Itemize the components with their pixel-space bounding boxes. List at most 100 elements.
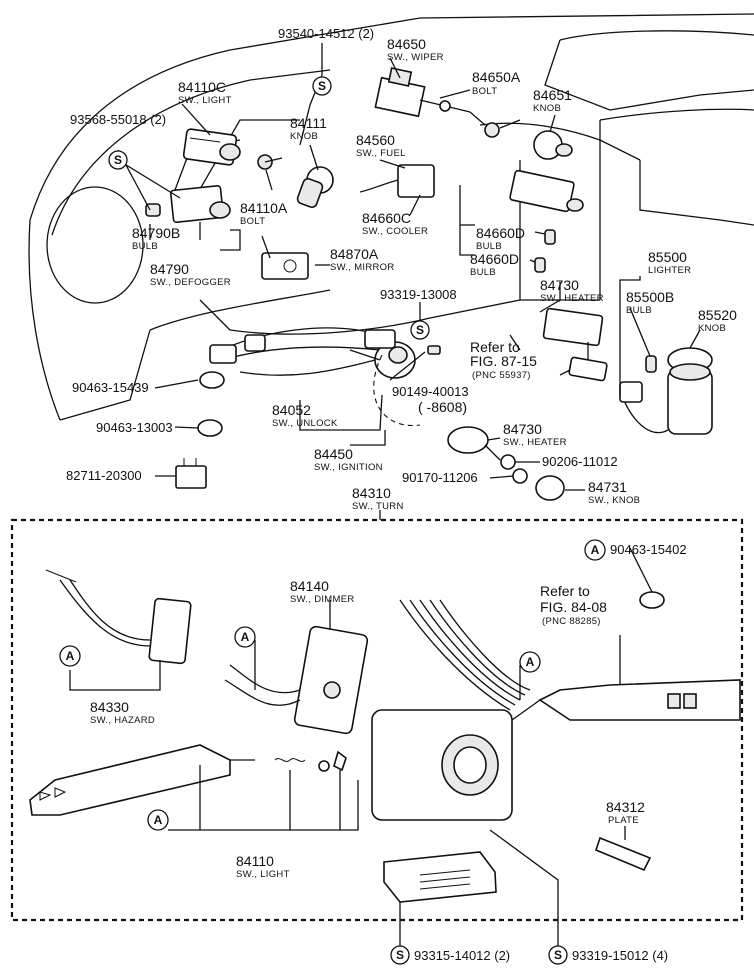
svg-text:84731: 84731 (588, 479, 627, 495)
light-switch-part (182, 128, 241, 166)
label-90463-15439: 90463-15439 (72, 380, 149, 395)
svg-text:84651: 84651 (533, 87, 572, 103)
marker-s-5: S (548, 945, 568, 965)
marker-a-4: A (519, 651, 541, 673)
label-90170-11206: 90170-11206 (402, 470, 478, 485)
lighter-bulb-part (645, 355, 657, 373)
marker-s-2: S (108, 150, 128, 170)
label-90206-11012: 90206-11012 (542, 454, 618, 469)
svg-text:93540-14512 (2): 93540-14512 (2) (278, 26, 374, 41)
svg-text:Refer to: Refer to (540, 583, 590, 599)
svg-text:84330: 84330 (90, 699, 129, 715)
svg-text:84650A: 84650A (472, 69, 521, 85)
marker-a-2: A (234, 626, 256, 648)
svg-text:SW., FUEL: SW., FUEL (356, 148, 406, 159)
svg-text:FIG. 87-15: FIG. 87-15 (470, 353, 537, 369)
svg-text:84111: 84111 (290, 115, 327, 131)
svg-text:(PNC 88285): (PNC 88285) (542, 616, 601, 627)
turn-lever-part (538, 679, 741, 721)
svg-text:84110C: 84110C (178, 79, 226, 95)
svg-text:PLATE: PLATE (608, 815, 639, 826)
bolt-84650a-part (469, 111, 500, 138)
label-82711-20300: 82711-20300 (66, 468, 142, 483)
plate-84312-part (595, 836, 652, 872)
light-lever-part (29, 744, 347, 816)
svg-text:SW., DIMMER: SW., DIMMER (290, 594, 355, 605)
svg-text:KNOB: KNOB (698, 323, 726, 334)
clamp-90463-15402-part (639, 591, 665, 609)
date-range: ( -8608) (418, 399, 467, 415)
svg-text:84450: 84450 (314, 446, 353, 462)
svg-text:S: S (318, 79, 326, 93)
marker-a-3: A (59, 645, 81, 667)
svg-text:90206-11012: 90206-11012 (542, 454, 618, 469)
svg-text:SW., IGNITION: SW., IGNITION (314, 462, 383, 473)
label-90463-13003: 90463-13003 (96, 420, 173, 435)
svg-text:84660D: 84660D (476, 225, 525, 241)
label-84110: 84110 SW., LIGHT (236, 853, 290, 880)
svg-text:84730: 84730 (540, 277, 579, 293)
svg-text:84560: 84560 (356, 132, 395, 148)
svg-text:(PNC 55937): (PNC 55937) (472, 370, 531, 381)
label-84730-upper: 84730 SW., HEATER (540, 277, 604, 304)
svg-text:84790B: 84790B (132, 225, 180, 241)
relay-82711-part (175, 458, 207, 489)
label-84650a: 84650A BOLT (472, 69, 521, 97)
bulb-84790b-part (145, 203, 161, 217)
marker-a-1: A (584, 539, 606, 561)
mirror-switch-part (261, 252, 309, 280)
label-84650: 84650 SW., WIPER (387, 36, 444, 63)
svg-text:S: S (416, 323, 424, 337)
svg-text:BULB: BULB (476, 241, 502, 252)
svg-text:SW., KNOB: SW., KNOB (588, 495, 640, 506)
screw-90149-40013-part (427, 345, 441, 355)
svg-text:SW., HEATER: SW., HEATER (540, 293, 604, 304)
svg-text:LIGHTER: LIGHTER (648, 265, 691, 276)
svg-text:93568-55018 (2): 93568-55018 (2) (70, 112, 166, 127)
svg-text:90149-40013: 90149-40013 (392, 384, 469, 399)
svg-text:FIG. 84-08: FIG. 84-08 (540, 599, 607, 615)
svg-text:SW., LIGHT: SW., LIGHT (236, 869, 290, 880)
svg-text:BULB: BULB (132, 241, 158, 252)
label-93540-14512: 93540-14512 (2) (278, 26, 374, 41)
label-85520: 85520 KNOB (698, 307, 737, 334)
svg-text:BULB: BULB (470, 267, 496, 278)
connector-part (383, 851, 497, 903)
lighter-part (619, 347, 713, 435)
refer-fig-84-08: Refer to FIG. 84-08 (PNC 88285) (540, 583, 607, 627)
svg-text:84790: 84790 (150, 261, 189, 277)
hazard-switch-part (45, 569, 192, 665)
svg-text:S: S (114, 153, 122, 167)
svg-text:84730: 84730 (503, 421, 542, 437)
svg-text:Refer to: Refer to (470, 339, 520, 355)
svg-text:93319-13008: 93319-13008 (380, 287, 457, 302)
turn-switch-body-part (371, 599, 560, 821)
svg-text:A: A (526, 655, 535, 669)
svg-text:84052: 84052 (272, 402, 311, 418)
svg-text:90170-11206: 90170-11206 (402, 470, 478, 485)
svg-text:84660D: 84660D (470, 251, 519, 267)
heater-switch-lower-part (447, 426, 501, 461)
bolt-84110a-part (257, 154, 283, 170)
spacer-90170-part (512, 468, 528, 484)
svg-text:A: A (241, 630, 250, 644)
svg-text:KNOB: KNOB (533, 103, 561, 114)
svg-text:BULB: BULB (626, 305, 652, 316)
label-84870a: 84870A SW., MIRROR (330, 246, 395, 273)
svg-text:S: S (396, 948, 404, 962)
svg-text:SW., TURN: SW., TURN (352, 501, 404, 512)
clamp-90463-15439-part (199, 371, 225, 389)
defogger-switch-part (169, 184, 231, 224)
svg-text:84660C: 84660C (362, 210, 411, 226)
knob-84651-part (533, 130, 573, 160)
label-84660d-a: 84660D BULB (476, 225, 525, 252)
marker-a-5: A (147, 809, 169, 831)
svg-text:S: S (554, 948, 562, 962)
bulb-84660d-part-b (534, 257, 546, 273)
svg-text:90463-15402: 90463-15402 (610, 542, 687, 557)
cooler-switch-part (509, 169, 584, 213)
label-84730-lower: 84730 SW., HEATER (503, 421, 567, 448)
svg-text:SW., MIRROR: SW., MIRROR (330, 262, 395, 273)
svg-text:93319-15012 (4): 93319-15012 (4) (572, 948, 668, 963)
svg-text:SW., WIPER: SW., WIPER (387, 52, 444, 63)
